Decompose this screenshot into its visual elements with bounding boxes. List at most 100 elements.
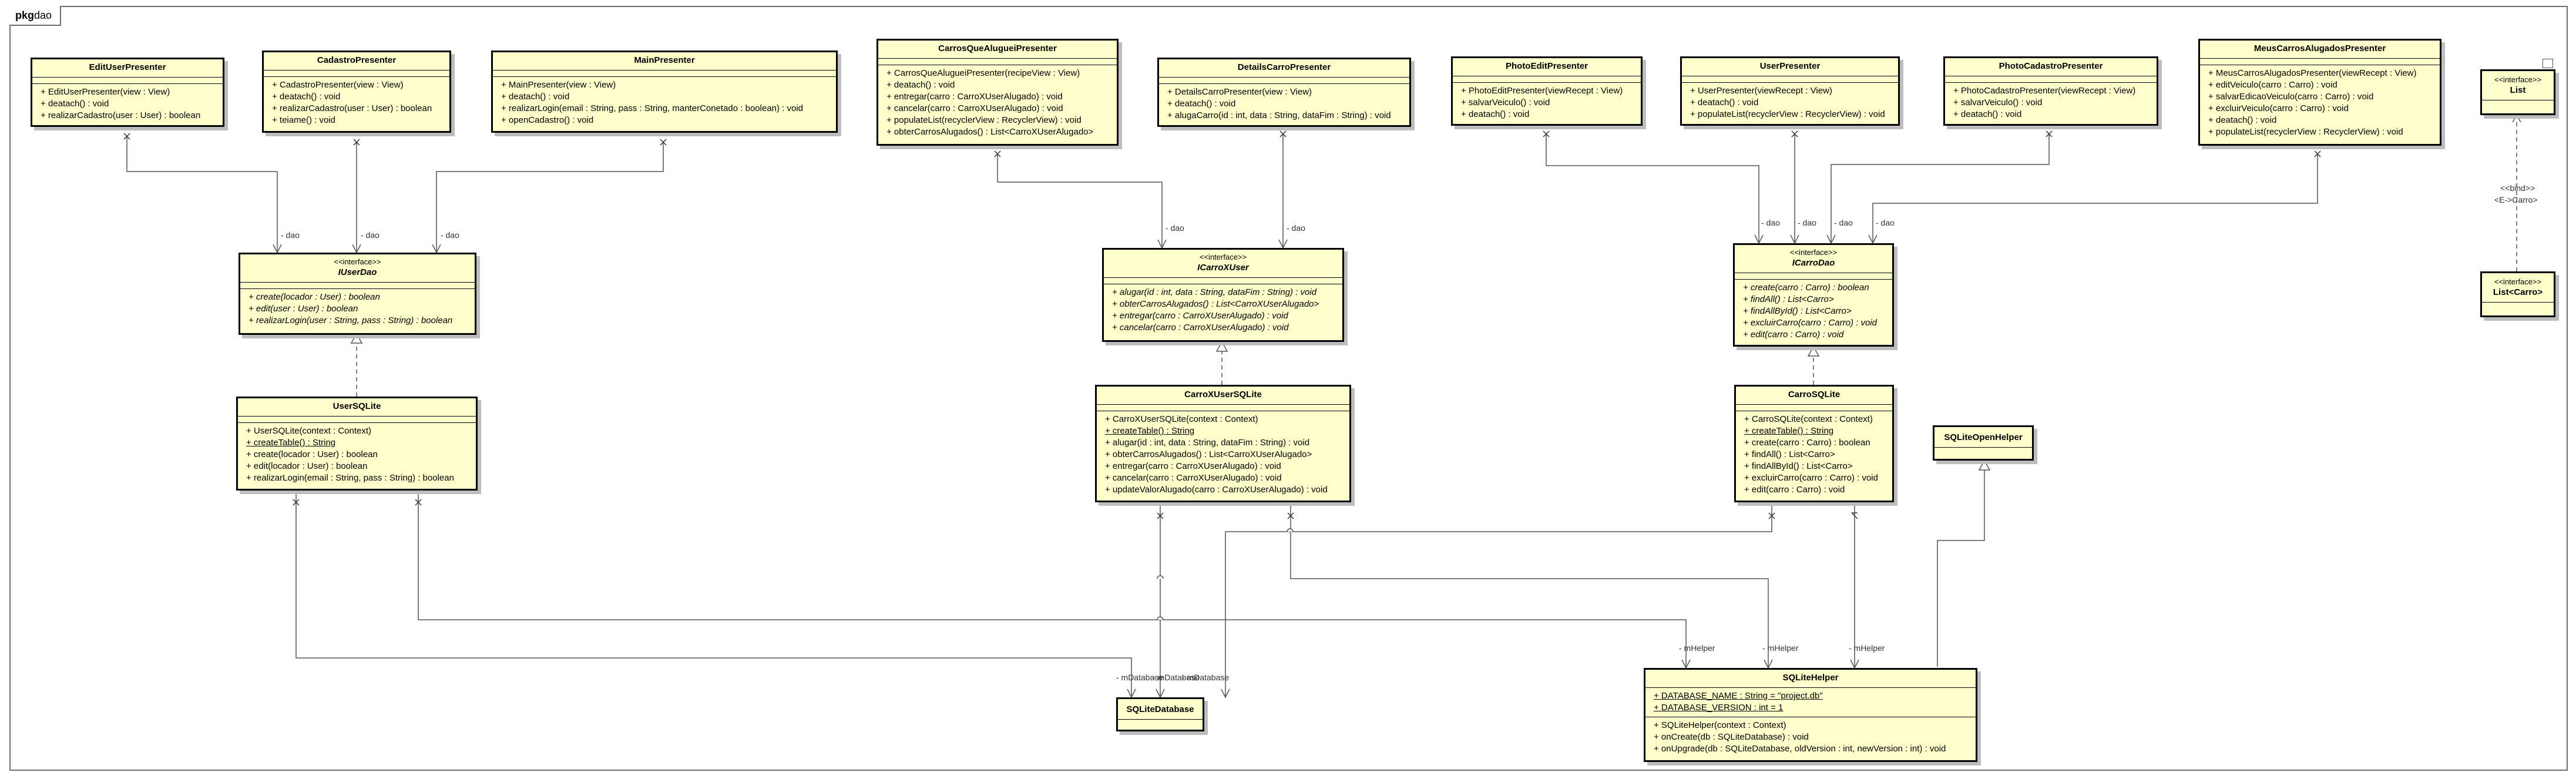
method-list: + create(carro : Carro) : boolean + find… (1735, 280, 1892, 344)
interface-list-carro[interactable]: <<interface>>List<Carro> (2480, 271, 2555, 317)
class-carroxusersqlite[interactable]: CarroXUserSQLite + CarroXUserSQLite(cont… (1095, 385, 1351, 502)
method: + entregar(carro : CarroXUserAlugado) : … (886, 92, 1063, 102)
method: + EditUserPresenter(view : View) (41, 87, 170, 97)
method: + MeusCarrosAlugadosPresenter(viewRecept… (2208, 68, 2417, 78)
interface-iuserdao[interactable]: <<interface>>IUserDao + create(locador :… (239, 253, 476, 335)
class-name: PhotoCadastroPresenter (1999, 61, 2103, 71)
class-userpresenter[interactable]: UserPresenter + UserPresenter(viewRecept… (1680, 56, 1900, 126)
attribute: + DATABASE_VERSION : int = 1 (1654, 703, 1784, 713)
method: + cancelar(carro : CarroXUserAlugado) : … (886, 103, 1063, 113)
method: + deatach() : void (41, 99, 109, 109)
method: + excluirCarro(carro : Carro) : void (1744, 473, 1878, 483)
method: + alugar(id : int, data : String, dataFi… (1105, 438, 1310, 448)
method: + findAllById() : List<Carro> (1743, 306, 1852, 316)
class-detailscarropresenter[interactable]: DetailsCarroPresenter + DetailsCarroPres… (1157, 58, 1411, 127)
method-list: + DetailsCarroPresenter(view : View) + d… (1159, 84, 1409, 125)
method-list: + alugar(id : int, data : String, dataFi… (1104, 284, 1342, 337)
label-dao-7: - dao (1798, 218, 1816, 227)
edge-mainpresenter-dao (436, 142, 664, 251)
method: + deatach() : void (1461, 109, 1530, 119)
stereotype: <<interface>> (2494, 75, 2542, 84)
class-name: UserSQLite (333, 401, 381, 411)
method: + deatach() : void (501, 92, 570, 102)
class-name: EditUserPresenter (89, 62, 166, 72)
edge-meuscarrosalugadospresenter-dao (1872, 154, 2318, 242)
edge-photoeditpresenter-dao (1546, 134, 1759, 242)
class-name: IUserDao (338, 267, 377, 277)
package-keyword: pkg (15, 9, 35, 21)
method: + edit(user : User) : boolean (248, 304, 358, 314)
method: + deatach() : void (1167, 99, 1236, 109)
method: + onUpgrade(db : SQLiteDatabase, oldVers… (1654, 744, 1946, 754)
label-dao-5: - dao (1287, 223, 1305, 233)
method: + openCadastro() : void (501, 115, 594, 125)
method: + deatach() : void (2208, 115, 2277, 125)
package-tab: pkgdao (9, 6, 62, 26)
method: + deatach() : void (886, 80, 955, 90)
method-list: + CarroXUserSQLite(context : Context) + … (1097, 411, 1349, 499)
method: + cancelar(carro : CarroXUserAlugado) : … (1112, 323, 1289, 333)
label-dao-3: - dao (441, 230, 459, 240)
method: + edit(carro : Carro) : void (1744, 485, 1845, 495)
class-cadastropresenter[interactable]: CadastroPresenter + CadastroPresenter(vi… (262, 51, 451, 133)
class-sqlitedatabase[interactable]: SQLiteDatabase (1116, 697, 1204, 731)
edge-edituserpresenter-dao (126, 136, 278, 251)
class-photoeditpresenter[interactable]: PhotoEditPresenter + PhotoEditPresenter(… (1451, 56, 1643, 126)
method: + edit(carro : Carro) : void (1743, 330, 1844, 340)
class-name: PhotoEditPresenter (1505, 61, 1588, 71)
method: + findAllById() : List<Carro> (1744, 461, 1853, 471)
method: + editVeiculo(carro : Carro) : void (2208, 80, 2337, 90)
class-name: SQLiteHelper (1782, 673, 1839, 683)
class-meuscarrosalugadospresenter[interactable]: MeusCarrosAlugadosPresenter + MeusCarros… (2198, 39, 2441, 146)
method: + teiame() : void (272, 115, 335, 125)
method: + obterCarrosAlugados() : List<CarroXUse… (1105, 449, 1312, 459)
method-list: + MeusCarrosAlugadosPresenter(viewRecept… (2200, 65, 2440, 141)
class-sqlitehelper[interactable]: SQLiteHelper + DATABASE_NAME : String = … (1644, 668, 1977, 762)
method: + findAll() : List<Carro> (1743, 294, 1834, 304)
class-sqliteopenhelper[interactable]: SQLiteOpenHelper (1933, 425, 2034, 461)
edge-usersqlite-mdatabase (295, 488, 1132, 696)
class-edituserpresenter[interactable]: EditUserPresenter + EditUserPresenter(vi… (31, 58, 224, 127)
method-list: + UserSQLite(context : Context) + create… (238, 423, 476, 487)
class-carrosquealugueipresenter[interactable]: CarrosQueAlugueiPresenter + CarrosQueAlu… (876, 39, 1119, 146)
method-list: + create(locador : User) : boolean + edi… (240, 289, 475, 330)
class-name: CadastroPresenter (317, 55, 397, 65)
class-mainpresenter[interactable]: MainPresenter + MainPresenter(view : Vie… (491, 51, 838, 133)
label-bind: <<bind>> (2500, 183, 2535, 193)
method: + PhotoEditPresenter(viewRecept : View) (1461, 86, 1623, 96)
class-usersqlite[interactable]: UserSQLite + UserSQLite(context : Contex… (236, 397, 478, 491)
method: + UserSQLite(context : Context) (246, 426, 372, 436)
stereotype: <<interface>> (2494, 277, 2542, 286)
edge-carrosquealugueipresenter-dao (997, 154, 1163, 247)
method: + populateList(recyclerView : RecyclerVi… (1690, 109, 1885, 119)
interface-list[interactable]: <<interface>>List (2480, 69, 2555, 115)
label-dao-9: - dao (1876, 218, 1895, 227)
method: + excluirVeiculo(carro : Carro) : void (2208, 103, 2349, 113)
edge-carrosqlite-mdatabase (1225, 502, 1772, 696)
class-name: SQLiteDatabase (1126, 704, 1194, 714)
method: + alugaCarro(id : int, data : String, da… (1167, 110, 1391, 120)
interface-icarrodao[interactable]: <<interface>>ICarroDao + create(carro : … (1733, 243, 1894, 347)
attribute: + DATABASE_NAME : String = "project.db" (1654, 691, 1823, 701)
class-name: ICarroXUser (1197, 263, 1249, 273)
method: + realizarLogin(user : String, pass : St… (248, 315, 453, 325)
package-frame (9, 6, 2568, 771)
template-parameter-box (2543, 59, 2553, 68)
edge-carroxusersqlite-mhelper (1290, 502, 1769, 667)
stereotype: <<interface>> (1199, 253, 1247, 261)
method: + populateList(recyclerView : RecyclerVi… (2208, 127, 2403, 137)
label-mdatabase-2: - mDatabase (1153, 673, 1200, 682)
method: + SQLiteHelper(context : Context) (1654, 720, 1786, 730)
class-carrosqlite[interactable]: CarroSQLite + CarroSQLite(context : Cont… (1734, 385, 1894, 502)
method: + salvarEdicaoVeiculo(carro : Carro) : v… (2208, 92, 2374, 102)
method: + DetailsCarroPresenter(view : View) (1167, 87, 1312, 97)
label-bind-param: <E->Carro> (2494, 195, 2538, 204)
method-list: + PhotoCadastroPresenter(viewRecept : Vi… (1945, 83, 2157, 123)
interface-icarroxuser[interactable]: <<interface>> ICarroXUser + alugar(id : i… (1102, 248, 1344, 342)
method: + deatach() : void (1953, 109, 2022, 119)
method: + UserPresenter(viewRecept : View) (1690, 86, 1832, 96)
method: + PhotoCadastroPresenter(viewRecept : Vi… (1953, 86, 2136, 96)
class-photocadastropresenter[interactable]: PhotoCadastroPresenter + PhotoCadastroPr… (1943, 56, 2158, 126)
method: + onCreate(db : SQLiteDatabase) : void (1654, 732, 1809, 742)
